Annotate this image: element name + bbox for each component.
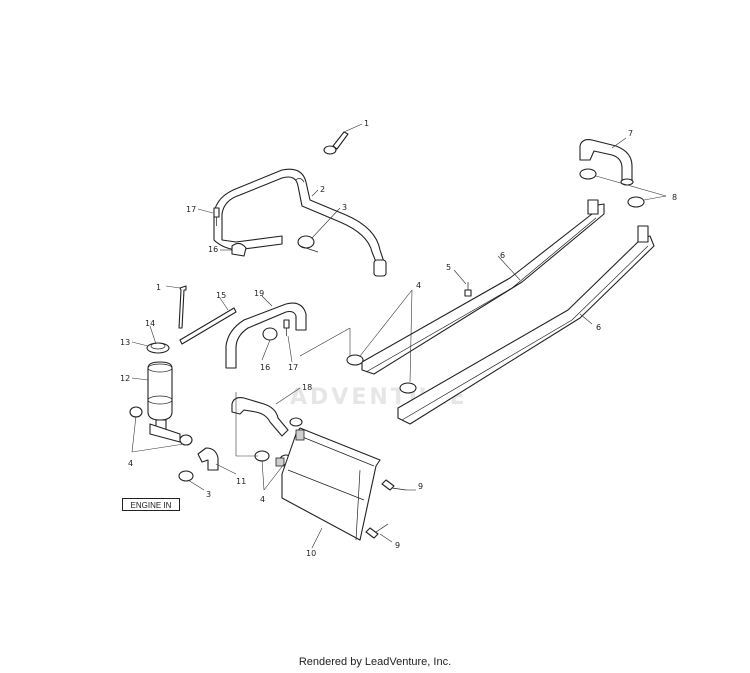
callout-9-lower: 9 (395, 541, 400, 550)
callout-15: 15 (216, 291, 226, 300)
callout-10: 10 (306, 549, 316, 558)
heat-exchanger-10 (275, 427, 381, 541)
dipstick-1 (178, 285, 187, 329)
callout-numbers: 1 2 3 17 16 7 8 6 5 4 1 15 19 14 13 12 1… (120, 119, 677, 558)
hose-clamp-3-lower (178, 470, 194, 482)
bolt-9-lower (365, 523, 389, 539)
leader-lines (131, 123, 667, 549)
callout-17-lower: 17 (288, 363, 298, 372)
callout-2: 2 (320, 185, 325, 194)
hose-clamps-8 (579, 168, 645, 208)
hose-clamp-3-upper (297, 235, 319, 253)
callout-4-tubes: 4 (416, 281, 421, 290)
callout-4-lower: 4 (260, 495, 265, 504)
hose-18 (231, 397, 289, 437)
callout-5: 5 (446, 263, 451, 272)
rod-15 (179, 307, 237, 345)
callout-16-lower: 16 (260, 363, 270, 372)
engine-in-label: ENGINE IN (122, 498, 180, 511)
footer-credit: Rendered by LeadVenture, Inc. (298, 656, 452, 668)
radiator-cap-13 (146, 342, 170, 354)
callout-11: 11 (236, 477, 246, 486)
cooling-tube-6-upper (361, 199, 605, 375)
callout-18: 18 (302, 383, 312, 392)
cooling-tube-6-lower (397, 225, 655, 425)
hose-19 (225, 302, 307, 369)
callout-6-upper: 6 (500, 251, 505, 260)
callout-1-top: 1 (364, 119, 369, 128)
callout-1-dipstick: 1 (156, 283, 161, 292)
mount-clip-16-lower (262, 327, 278, 341)
hose-7 (579, 139, 634, 186)
bolt-5 (464, 282, 472, 297)
callout-12: 12 (120, 374, 130, 383)
upper-coolant-hose (213, 168, 387, 277)
bolt-17-upper (213, 207, 220, 226)
callout-14: 14 (145, 319, 155, 328)
coolant-reservoir-12 (147, 361, 173, 433)
callout-16-upper: 16 (208, 245, 218, 254)
mount-clip-16-upper (231, 242, 247, 257)
callout-4-left: 4 (128, 459, 133, 468)
hose-clamps-4-tubes (346, 354, 417, 394)
callout-3-upper: 3 (342, 203, 347, 212)
callout-19: 19 (254, 289, 264, 298)
callout-7: 7 (628, 129, 633, 138)
bolt-17-lower (283, 319, 290, 336)
parts-diagram: ADVENTURE (120, 119, 677, 558)
hose-clamp-1 (323, 131, 349, 155)
bolt-9-upper (381, 479, 407, 491)
elbow-hose-11 (197, 447, 219, 471)
callout-3-lower: 3 (206, 490, 211, 499)
callout-6-lower: 6 (596, 323, 601, 332)
callout-8: 8 (672, 193, 677, 202)
callout-13: 13 (120, 338, 130, 347)
callout-17-upper: 17 (186, 205, 196, 214)
tee-fitting (129, 406, 193, 446)
callout-9-upper: 9 (418, 482, 423, 491)
